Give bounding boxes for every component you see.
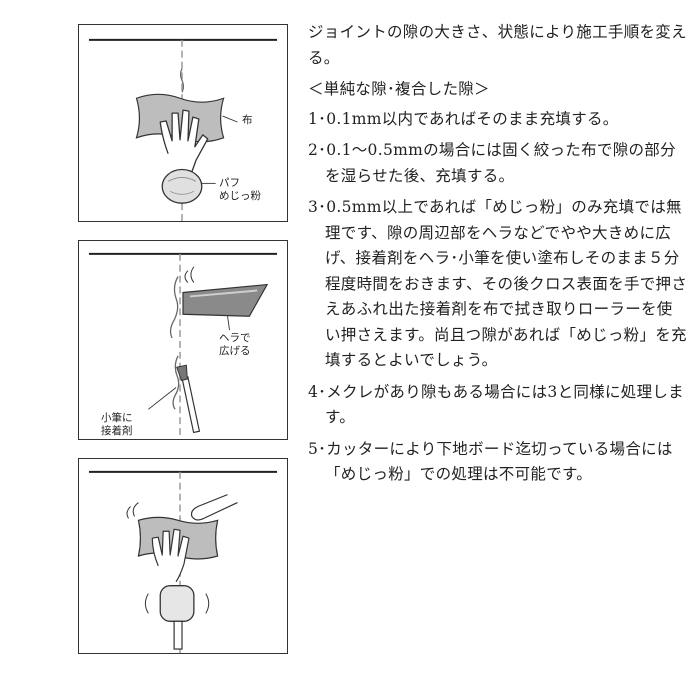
puff-shape — [161, 168, 203, 204]
hand-shape — [159, 109, 209, 181]
intro-paragraph: ジョイントの隙の大きさ、状態により施工手順を変える。 — [308, 23, 687, 67]
cloth-puff-illustration — [88, 38, 278, 221]
roller-handle — [173, 620, 183, 650]
step-2: 2･0.1〜0.5mmの場合には固く絞った布で隙の部分を湿らせた後、充填する。 — [308, 141, 676, 185]
section-heading: ＜単純な隙･複合した隙＞ — [308, 80, 490, 98]
brush-label: 小筆に 接着剤 — [101, 412, 133, 437]
gap-lower — [172, 355, 180, 410]
motion-marks — [126, 502, 139, 519]
step-4: 4･メクレがあり隙もある場合には3と同様に処理します。 — [308, 382, 684, 427]
gap-crack — [179, 68, 185, 93]
widened-gap — [169, 276, 179, 339]
press-roller-illustration — [88, 470, 278, 653]
instruction-text: ジョイントの隙の大きさ、状態により施工手順を変える。 ＜単純な隙･複合した隙＞ … — [308, 20, 688, 494]
spatula-label: ヘラで 広げる — [219, 332, 251, 357]
puff-texture — [167, 177, 197, 195]
brush-leader-line — [148, 387, 177, 410]
roller-drum — [159, 585, 195, 622]
hand-shape — [151, 528, 190, 583]
pointing-hand — [190, 494, 238, 521]
spatula-shape — [182, 283, 269, 317]
illustration-panel-press-roller — [78, 458, 288, 654]
brush-handle — [181, 376, 201, 434]
step-5: 5･カッターにより下地ボード迄切っている場合には「めじっ粉」での処理は不可能です… — [308, 439, 673, 484]
roller-motion-marks — [144, 593, 210, 614]
spatula-leader-line — [227, 316, 230, 331]
illustration-panel-cloth-puff: 布 パフ めじっ粉 — [78, 24, 288, 222]
motion-marks — [184, 266, 195, 283]
illustration-panel-spatula-brush: ヘラで 広げる 小筆に 接着剤 — [78, 240, 288, 440]
cloth-label: 布 — [242, 114, 253, 126]
puff-label: パフ めじっ粉 — [219, 177, 261, 202]
cloth-shape — [135, 93, 225, 143]
step-1: 1･0.1mm以内であればそのまま充填する。 — [308, 109, 619, 128]
cloth-leader-line — [222, 115, 238, 123]
step-3: 3･0.5mm以上であれば「めじっ粉」のみ充填では無理です、隙の周辺部をヘラなど… — [308, 198, 688, 369]
brush-tip — [176, 364, 188, 381]
spatula-brush-illustration — [88, 252, 278, 439]
spatula-highlight — [189, 289, 258, 298]
